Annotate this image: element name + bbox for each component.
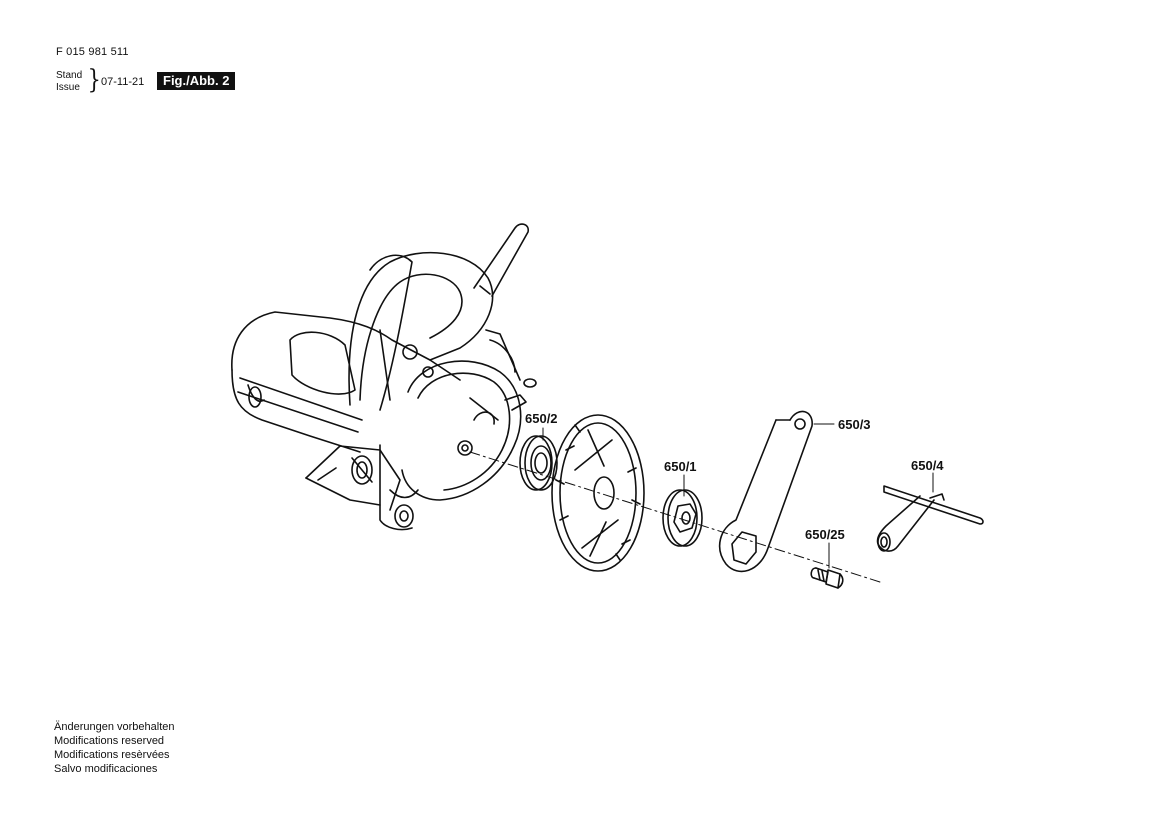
issue-label: Issue <box>56 82 80 93</box>
stand-label: Stand <box>56 70 83 81</box>
part-label-650-2: 650/2 <box>525 411 558 426</box>
issue-date: 07-11-21 <box>101 76 145 88</box>
stand-issue-labels: Stand Issue <box>56 70 82 94</box>
part-label-650-4: 650/4 <box>911 458 944 473</box>
part-label-650-25: 650/25 <box>805 527 845 542</box>
tile-saw-illustration <box>231 223 537 531</box>
part-label-650-3: 650/3 <box>838 417 871 432</box>
part-650-1-flange-nut <box>662 489 703 547</box>
part-650-3-spanner <box>718 410 813 573</box>
issue-block: Stand Issue } 07-11-21 Fig./Abb. 2 <box>56 65 256 100</box>
leader-lines <box>542 423 934 569</box>
part-650-4-socket-key <box>876 485 984 552</box>
modifications-notice: Änderungen vorbehalten Modifications res… <box>54 720 174 776</box>
notice-line-es: Salvo modificaciones <box>54 763 158 775</box>
part-label-650-1: 650/1 <box>664 459 697 474</box>
notice-line-en: Modifications reserved <box>54 735 165 747</box>
brace-icon: } <box>87 65 101 95</box>
document-number: F 015 981 511 <box>56 46 129 58</box>
notice-line-fr: Modifications resèrvées <box>54 749 170 761</box>
part-650-2-flange <box>519 435 558 491</box>
part-650-25-bolt <box>810 567 844 589</box>
diamond-blade <box>551 414 645 572</box>
figure-badge: Fig./Abb. 2 <box>157 72 236 90</box>
notice-line-de: Änderungen vorbehalten <box>54 721 175 733</box>
